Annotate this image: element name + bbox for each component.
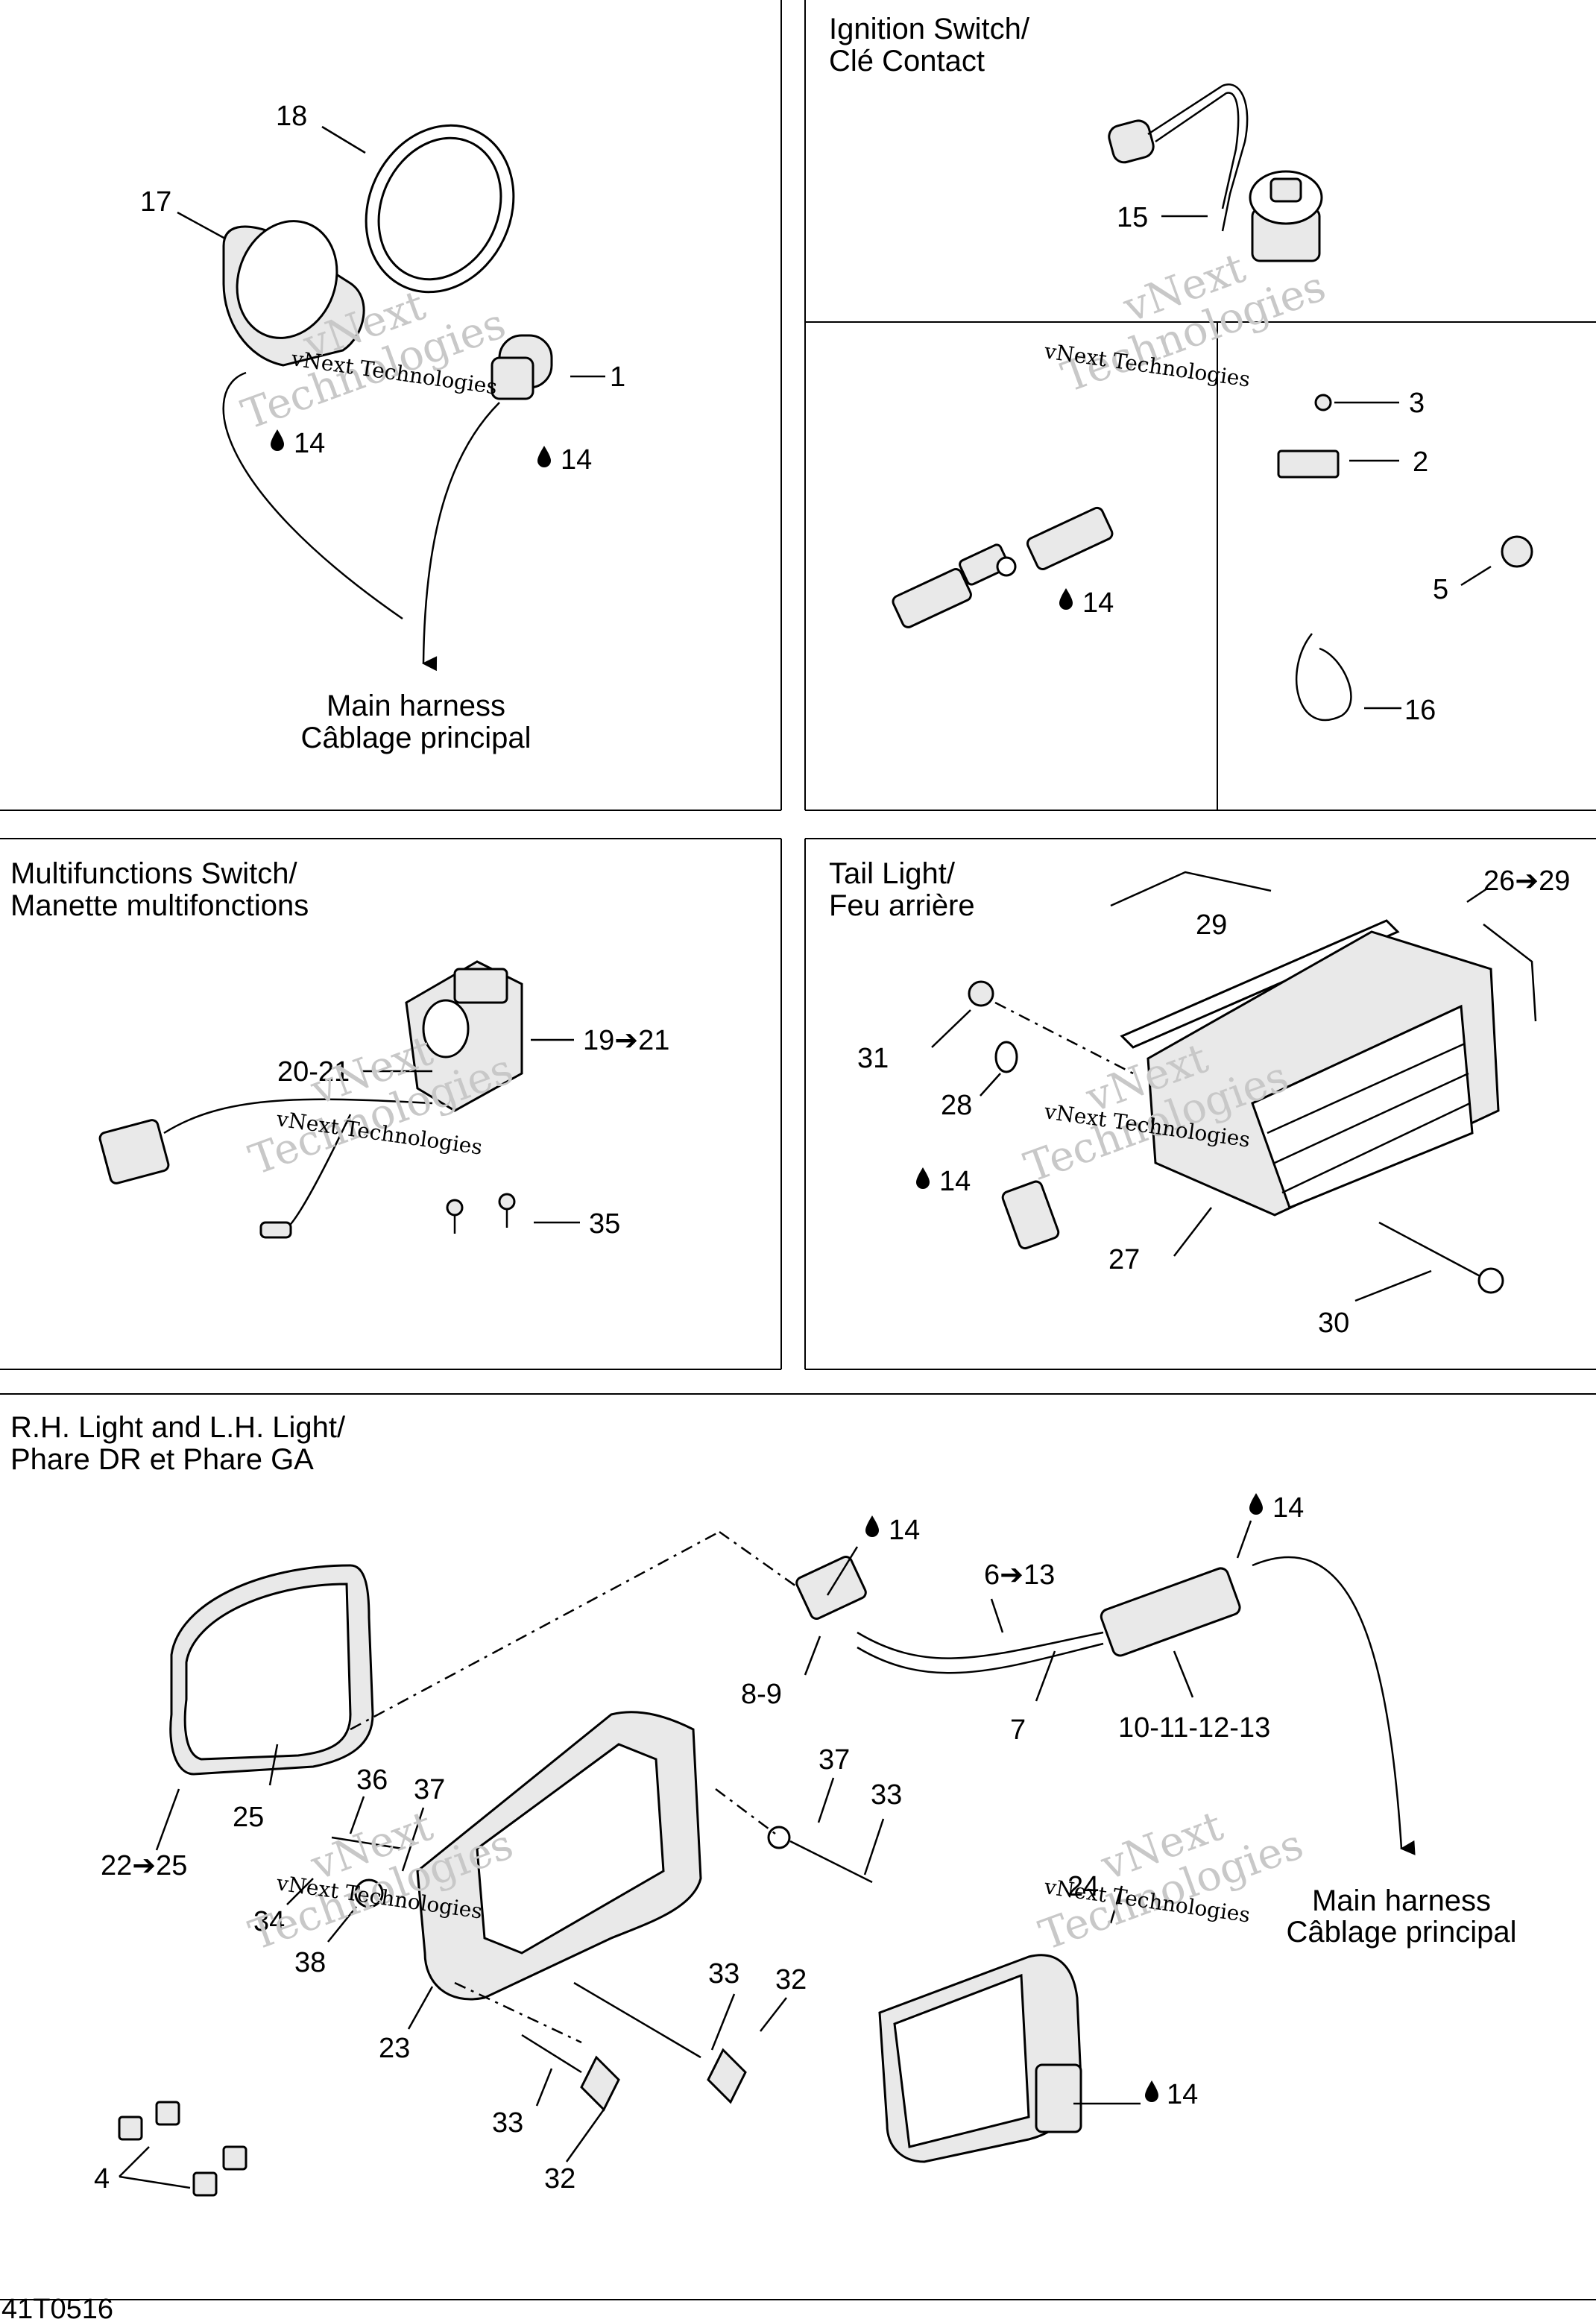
- callout-31: 31: [857, 1043, 889, 1074]
- main-harness-label-2: Câblage principal: [300, 722, 531, 754]
- callout-32b: 32: [544, 2163, 575, 2195]
- taillight-title-2: Feu arrière: [829, 889, 975, 922]
- callout-15: 15: [1117, 202, 1148, 233]
- callout-14-harness-b: 14: [1272, 1492, 1304, 1524]
- callout-37b: 37: [414, 1774, 445, 1805]
- callout-35: 35: [589, 1208, 620, 1240]
- callout-14-harness-a: 14: [889, 1515, 920, 1546]
- sealant-drop-icon: [916, 1167, 930, 1189]
- connector-parts-drawing: [892, 394, 1533, 722]
- callout-7: 7: [1010, 1714, 1026, 1746]
- rh-lh-title-2: Phare DR et Phare GA: [10, 1443, 314, 1476]
- taillight-drawing: [931, 871, 1537, 1302]
- sealant-drop-icon: [271, 429, 284, 451]
- callout-33b: 33: [708, 1958, 739, 1990]
- ignition-switch-drawing: [1108, 83, 1323, 262]
- callout-30: 30: [1318, 1307, 1349, 1339]
- callout-14-tail: 14: [939, 1166, 971, 1197]
- callout-19-21: 19➔21: [583, 1025, 669, 1056]
- callout-6-13: 6➔13: [984, 1559, 1055, 1591]
- callout-37a: 37: [818, 1744, 850, 1776]
- sealant-drop-icon: [865, 1515, 879, 1537]
- callout-14a: 14: [294, 428, 325, 459]
- sealant-drop-icon: [1249, 1493, 1263, 1515]
- callout-1: 1: [610, 362, 625, 393]
- multifunction-title-1: Multifunctions Switch/: [10, 857, 297, 890]
- callout-33a: 33: [871, 1779, 902, 1811]
- taillight-title-1: Tail Light/: [829, 857, 956, 890]
- callout-28: 28: [941, 1090, 972, 1121]
- sealant-drop-icon: [1059, 588, 1073, 610]
- ignition-title-1: Ignition Switch/: [829, 13, 1030, 45]
- callout-25: 25: [233, 1802, 264, 1833]
- callout-20-21: 20-21: [277, 1056, 350, 1088]
- callout-26-29: 26➔29: [1483, 865, 1570, 897]
- callout-14-lamp: 14: [1167, 2079, 1198, 2110]
- callout-36: 36: [356, 1764, 388, 1796]
- callout-16: 16: [1404, 695, 1436, 726]
- multifunction-title-2: Manette multifonctions: [10, 889, 309, 922]
- sealant-drop-icon: [1145, 2080, 1158, 2102]
- callout-23: 23: [379, 2033, 410, 2064]
- callout-17: 17: [140, 186, 171, 218]
- sealant-drop-icon: [537, 446, 551, 467]
- multifunction-switch-drawing: [98, 960, 580, 1239]
- rh-lh-light-drawing: [118, 1520, 1416, 2197]
- callout-33c: 33: [492, 2107, 523, 2139]
- rh-lh-title-1: R.H. Light and L.H. Light/: [10, 1411, 346, 1444]
- main-harness-label-bottom-1: Main harness: [1312, 1884, 1491, 1917]
- callout-38: 38: [294, 1947, 326, 1978]
- callout-27: 27: [1108, 1244, 1140, 1275]
- callout-18: 18: [276, 101, 307, 132]
- callout-29: 29: [1196, 909, 1227, 941]
- main-harness-label-bottom-2: Câblage principal: [1286, 1916, 1516, 1949]
- diagram-code: 41T0516: [1, 2294, 113, 2322]
- callout-32a: 32: [775, 1964, 807, 1996]
- main-harness-label-1: Main harness: [327, 690, 505, 722]
- callout-14b: 14: [561, 444, 592, 476]
- ignition-title-2: Clé Contact: [829, 45, 985, 78]
- callout-22-25: 22➔25: [101, 1850, 187, 1881]
- callout-2: 2: [1413, 447, 1428, 478]
- headlight-assembly-drawing: [177, 124, 605, 672]
- callout-8-9: 8-9: [741, 1679, 782, 1710]
- callout-34: 34: [253, 1906, 285, 1937]
- callout-10-13: 10-11-12-13: [1118, 1712, 1270, 1744]
- callout-4: 4: [94, 2163, 110, 2195]
- callout-14-connector: 14: [1082, 587, 1114, 619]
- callout-5: 5: [1433, 574, 1448, 605]
- callout-24: 24: [1067, 1871, 1099, 1902]
- callout-3: 3: [1409, 388, 1425, 419]
